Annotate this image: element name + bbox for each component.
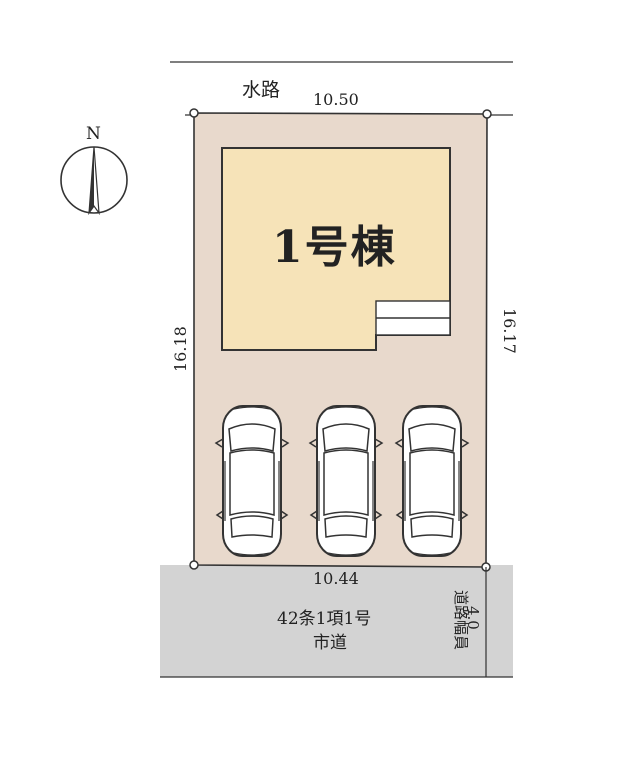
car-top-view-icon xyxy=(395,405,469,557)
corner-marker xyxy=(189,560,199,570)
house-label: 1号棟 xyxy=(272,222,397,273)
road-width-value: 4.0 xyxy=(464,606,482,630)
road-type-label: 市道 xyxy=(313,633,347,653)
north-arrow-icon xyxy=(60,146,128,216)
road-area xyxy=(160,565,513,677)
road-law-label: 42条1項1号 xyxy=(277,609,371,629)
left-depth-label: 16.18 xyxy=(171,326,190,372)
car-top-view-icon xyxy=(215,405,289,557)
entrance-steps xyxy=(375,300,451,336)
road-width-label: 道路幅員 xyxy=(452,590,470,650)
north-label: N xyxy=(86,124,101,144)
car-top-view-icon xyxy=(309,405,383,557)
corner-marker xyxy=(482,109,492,119)
bottom-width-label: 10.44 xyxy=(313,569,359,588)
right-depth-label: 16.17 xyxy=(500,308,519,354)
waterway-label: 水路 xyxy=(242,79,280,101)
corner-marker xyxy=(189,108,199,118)
top-width-label: 10.50 xyxy=(313,90,359,109)
